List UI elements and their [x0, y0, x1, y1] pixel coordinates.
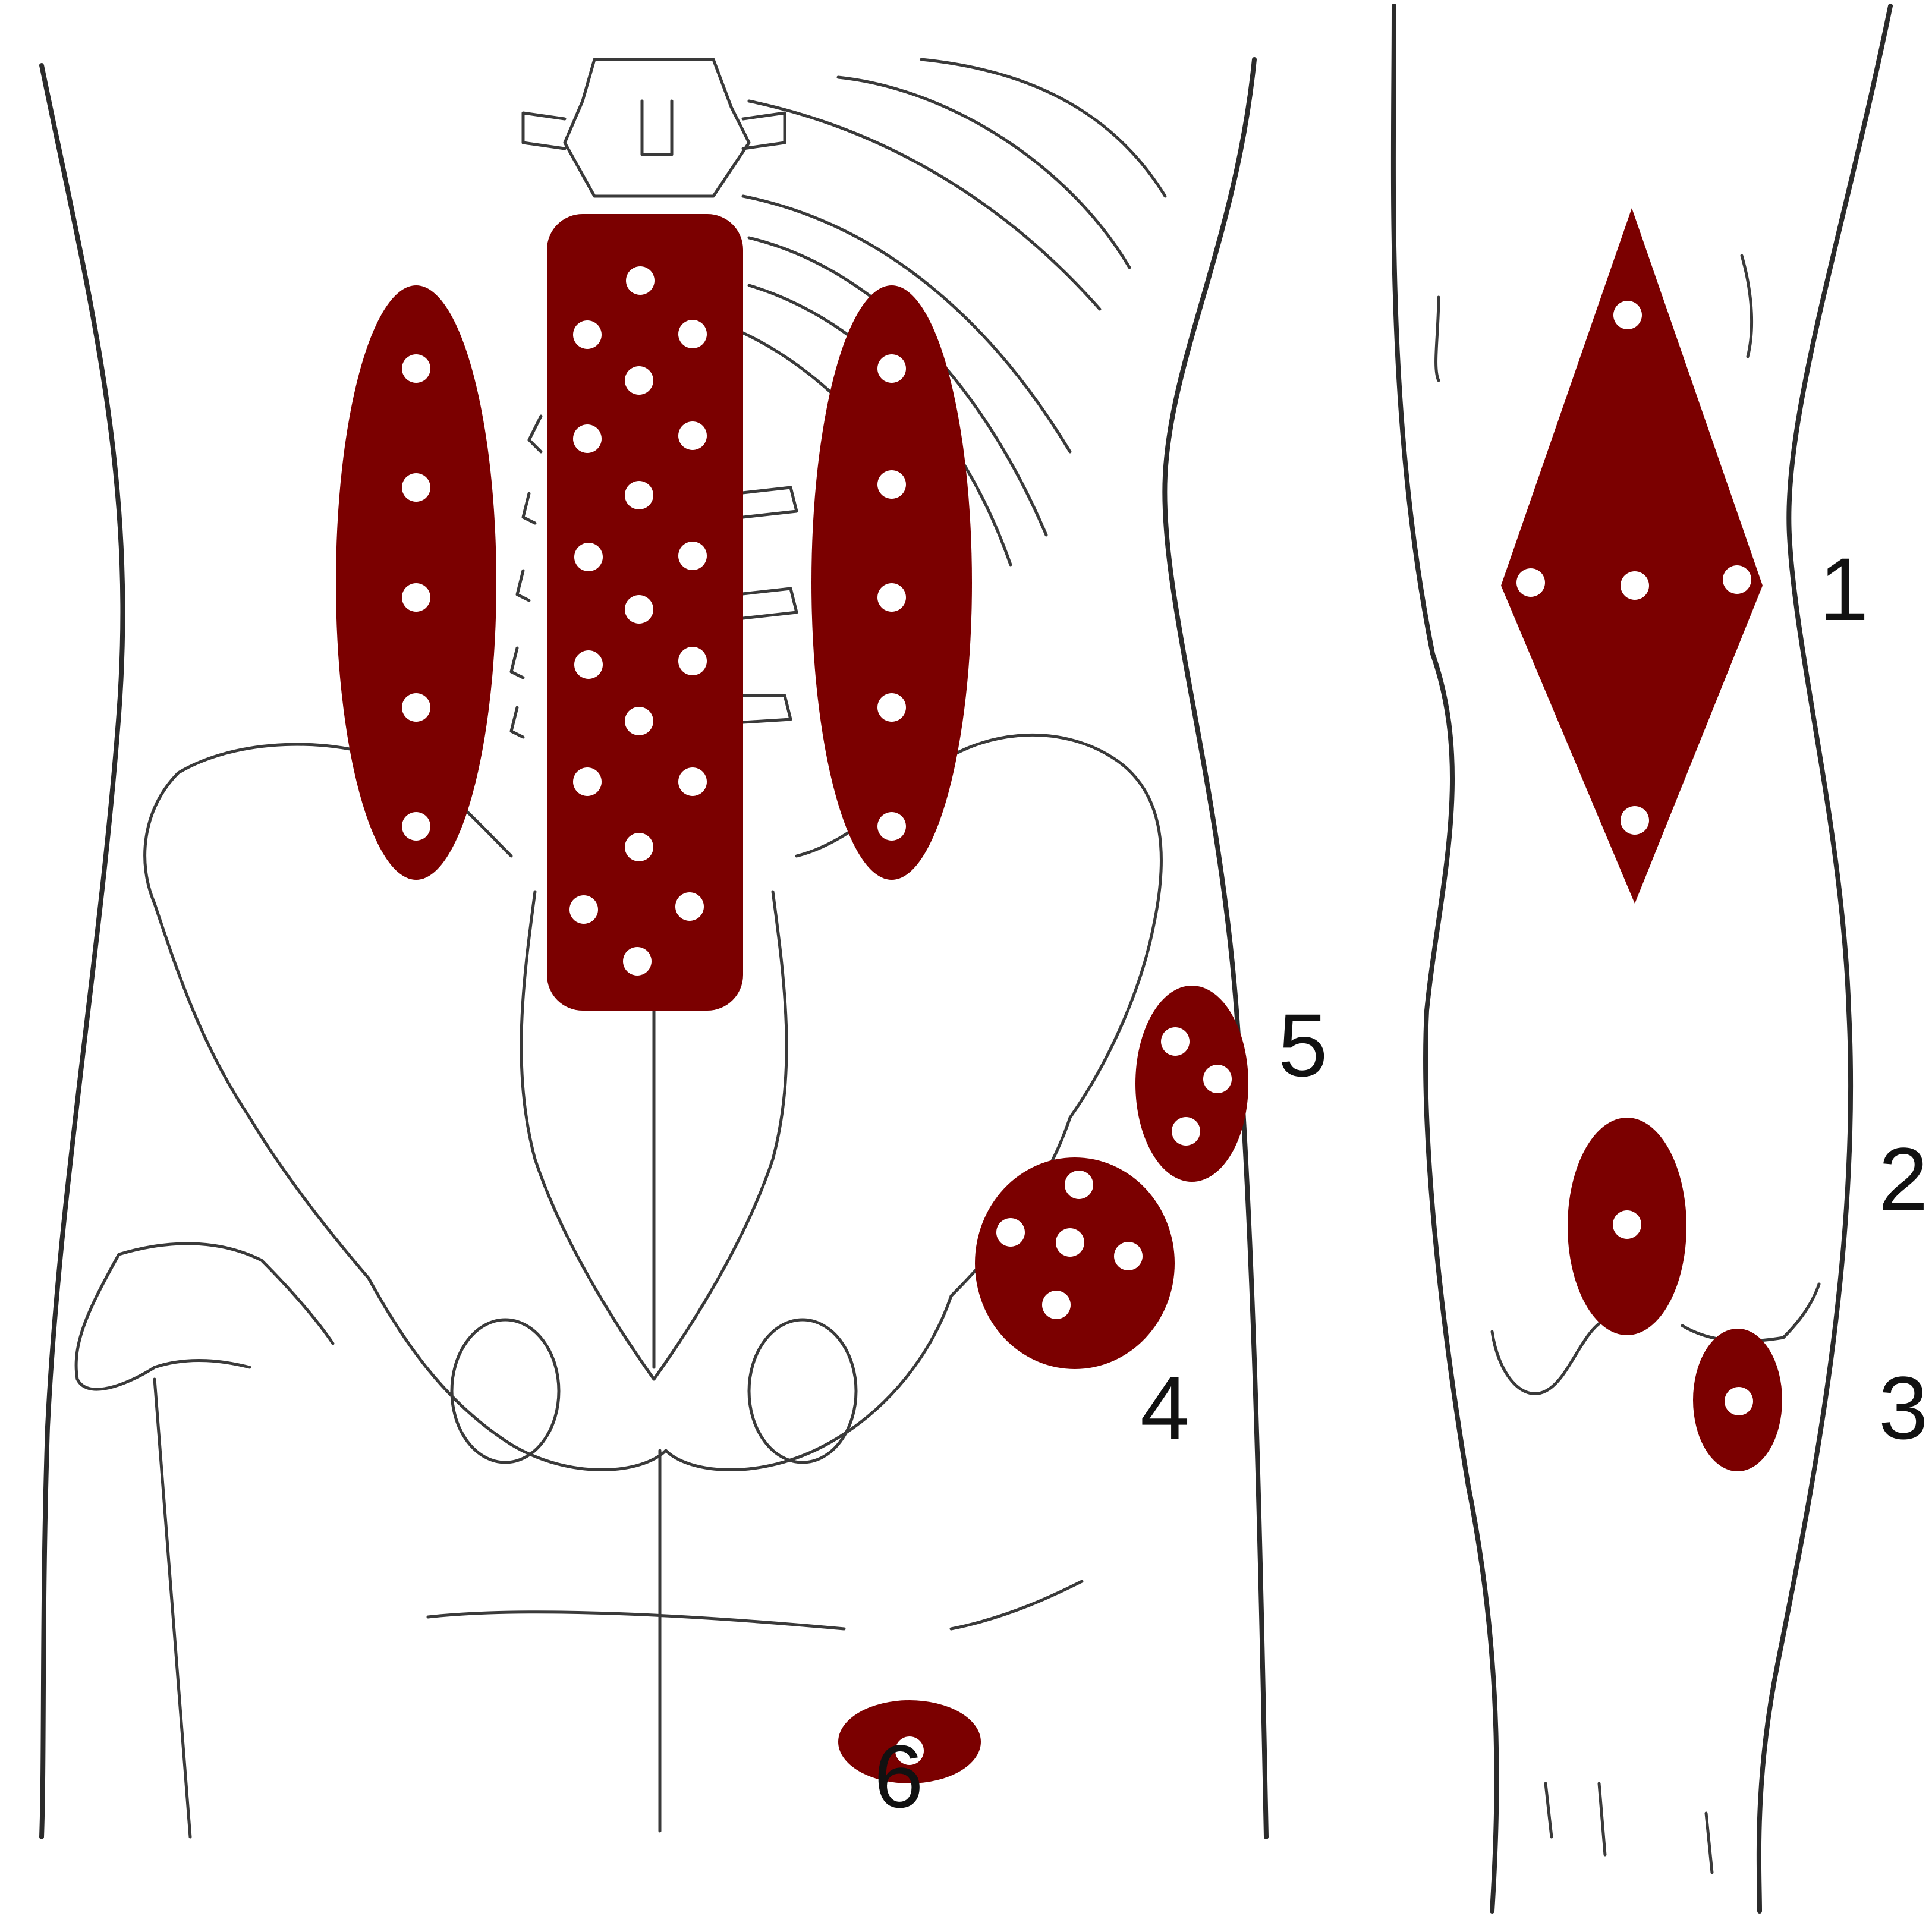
injection-point: [402, 812, 430, 841]
injection-point: [996, 1218, 1025, 1247]
injection-point: [625, 833, 653, 861]
injection-point: [678, 320, 707, 348]
injection-point: [573, 424, 602, 453]
obturator-foramen-right: [747, 1318, 858, 1464]
region-4-gluteal: [975, 1157, 1175, 1369]
knee-view-regions: [1501, 208, 1782, 1471]
label-region-5: 5: [1278, 995, 1327, 1095]
injection-point: [402, 473, 430, 502]
region-1-patellar: [1501, 208, 1763, 904]
label-region-2: 2: [1878, 1129, 1928, 1229]
gluteal-cleft: [426, 1449, 1084, 1833]
injection-point: [877, 354, 906, 383]
injection-points: [402, 266, 1753, 1765]
label-region-3: 3: [1878, 1358, 1928, 1458]
femur-left: [74, 1242, 335, 1839]
label-region-4: 4: [1140, 1358, 1190, 1458]
injection-point: [573, 767, 602, 796]
injection-point: [1516, 568, 1545, 597]
injection-point: [895, 1736, 924, 1765]
injection-point: [1203, 1065, 1232, 1093]
injection-point: [623, 947, 652, 976]
injection-point: [1161, 1027, 1190, 1056]
knee-details: [1434, 254, 1821, 1874]
injection-point: [1056, 1228, 1084, 1257]
injection-point: [877, 693, 906, 722]
injection-point: [1114, 1242, 1143, 1270]
injection-point: [678, 542, 707, 570]
injection-point: [678, 421, 707, 450]
injection-point: [625, 595, 653, 624]
injection-point: [626, 266, 655, 295]
injection-point: [678, 647, 707, 675]
paraspinal-region-right: [811, 285, 972, 880]
body-outline-left: [39, 63, 125, 1839]
injection-point: [1621, 806, 1649, 835]
paraspinal-region-left: [336, 285, 496, 880]
leg-outline-left: [1390, 4, 1499, 1914]
back-view-regions: [336, 214, 1248, 1783]
back-view-outline: [39, 57, 1269, 1839]
injection-point: [402, 693, 430, 722]
leg-outline-right: [1756, 4, 1893, 1914]
injection-point: [1172, 1117, 1200, 1146]
injection-point: [877, 812, 906, 841]
injection-point: [877, 470, 906, 499]
injection-point: [1613, 1210, 1641, 1239]
injection-point: [678, 767, 707, 796]
injection-point: [675, 892, 704, 921]
injection-point: [625, 481, 653, 509]
label-region-1: 1: [1819, 539, 1868, 639]
lumbar-processes: [509, 414, 798, 739]
knee-view-outline: [1390, 4, 1893, 1914]
injection-point: [574, 543, 603, 571]
injection-point: [1065, 1171, 1093, 1199]
region-5-iliac: [1135, 986, 1248, 1182]
injection-point: [569, 895, 598, 924]
injection-point: [625, 366, 653, 395]
obturator-foramen-left: [450, 1318, 561, 1464]
injection-point: [573, 320, 602, 349]
injection-point: [877, 583, 906, 612]
sacrum: [520, 890, 788, 1381]
injection-point: [402, 583, 430, 612]
injection-point: [1042, 1291, 1071, 1319]
injection-point: [1613, 301, 1642, 329]
body-outline-right: [1162, 57, 1269, 1839]
injection-point: [1621, 571, 1649, 600]
injection-point: [1725, 1387, 1753, 1415]
injection-point: [1723, 565, 1751, 594]
injection-point: [625, 707, 653, 735]
injection-point: [574, 650, 603, 679]
injection-point: [402, 354, 430, 383]
label-region-6-visible: 6: [874, 1726, 923, 1826]
vertebrae-upper: [521, 58, 786, 198]
